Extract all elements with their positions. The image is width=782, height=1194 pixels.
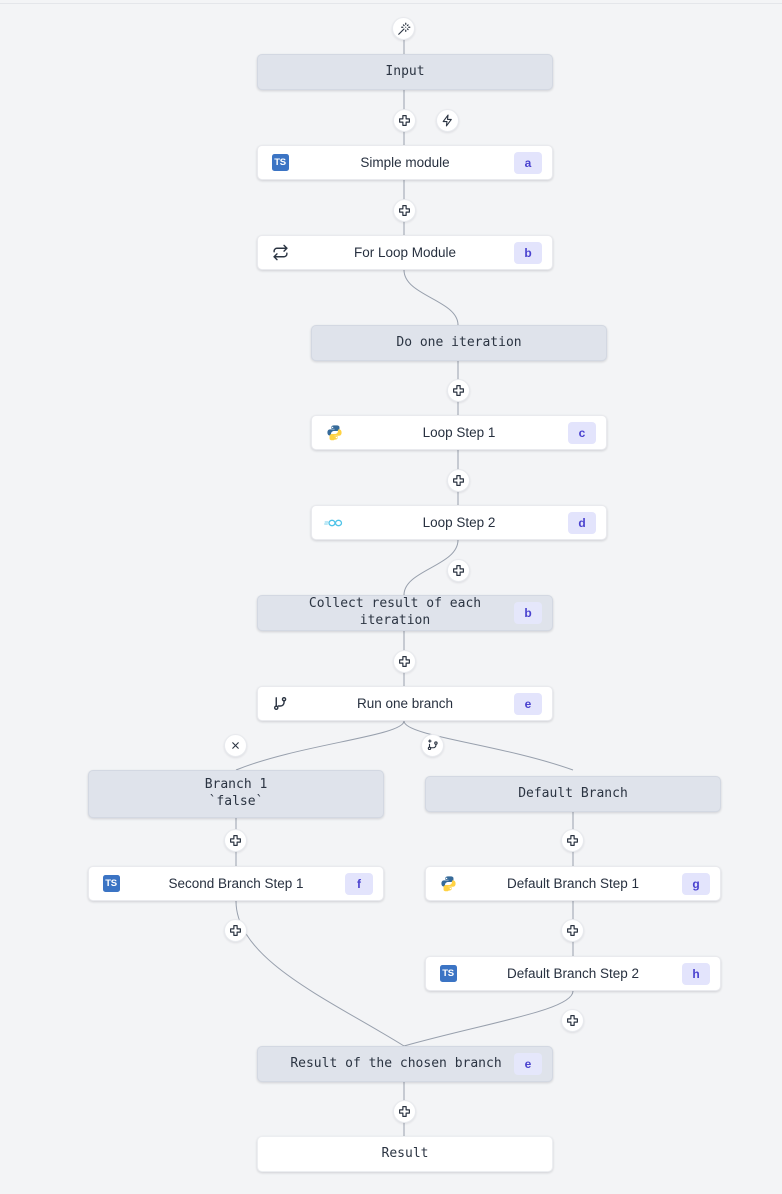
add-after-collect-button[interactable] [393, 650, 416, 673]
node-result-label: Result [381, 1145, 429, 1161]
node-default-branch-step-1[interactable]: Default Branch Step 1 g [425, 866, 721, 901]
node-for-loop-module-label: For Loop Module [353, 244, 457, 260]
node-simple-module[interactable]: TS Simple module a [257, 145, 553, 180]
plus-icon [398, 114, 411, 127]
node-default-branch-step-2[interactable]: TS Default Branch Step 2 h [425, 956, 721, 991]
magic-wand-trigger-button[interactable] [392, 17, 415, 40]
node-branch-1[interactable]: Branch 1 `false` [88, 770, 384, 818]
node-loop-step-2-label: Loop Step 2 [422, 514, 496, 530]
typescript-icon: TS [270, 153, 290, 173]
plus-icon [229, 924, 242, 937]
add-after-default-branch-step-1-button[interactable] [561, 919, 584, 942]
node-chosen-branch-result[interactable]: Result of the chosen branch e [257, 1046, 553, 1082]
node-simple-module-badge: a [514, 151, 542, 174]
add-after-loop-step-1-button[interactable] [447, 469, 470, 492]
edge-forloop-iteration [403, 269, 459, 326]
close-icon [230, 740, 241, 751]
edge-runbranch-branch1 [235, 720, 405, 771]
lightning-icon [441, 114, 454, 127]
plus-icon [229, 834, 242, 847]
git-branch-icon [270, 694, 290, 714]
node-chosen-branch-result-label: Result of the chosen branch [290, 1055, 502, 1071]
node-loop-step-1-badge: c [568, 421, 596, 444]
node-loop-step-1-label: Loop Step 1 [422, 424, 496, 440]
node-do-one-iteration[interactable]: Do one iteration [311, 325, 607, 361]
node-second-branch-step-1-label: Second Branch Step 1 [168, 875, 304, 891]
node-run-one-branch[interactable]: Run one branch e [257, 686, 553, 721]
node-loop-step-2[interactable]: Loop Step 2 d [311, 505, 607, 540]
node-loop-step-1[interactable]: Loop Step 1 c [311, 415, 607, 450]
python-icon [438, 874, 458, 894]
top-divider [0, 3, 782, 4]
plus-icon [398, 655, 411, 668]
edge-defaultstep2-result [403, 990, 574, 1047]
add-after-input-button[interactable] [393, 109, 416, 132]
add-after-default-branch-step-2-button[interactable] [561, 1009, 584, 1032]
node-for-loop-module[interactable]: For Loop Module b [257, 235, 553, 270]
node-input-label: Input [385, 63, 425, 79]
node-branch-1-label: Branch 1 `false` [204, 777, 268, 809]
node-loop-step-2-badge: d [568, 511, 596, 534]
node-collect-result-badge: b [514, 602, 542, 624]
go-icon [324, 513, 344, 533]
node-chosen-branch-result-badge: e [514, 1053, 542, 1075]
node-default-branch[interactable]: Default Branch [425, 776, 721, 812]
node-collect-result-label: Collect result of each iteration [308, 596, 482, 628]
node-input[interactable]: Input [257, 54, 553, 90]
add-branch-button[interactable] [421, 734, 444, 757]
plus-icon [452, 564, 465, 577]
node-default-branch-label: Default Branch [518, 785, 628, 801]
add-after-branch-1-button[interactable] [224, 829, 247, 852]
loop-icon [270, 243, 290, 263]
typescript-icon: TS [101, 874, 121, 894]
add-after-chosen-result-button[interactable] [393, 1100, 416, 1123]
node-do-one-iteration-label: Do one iteration [396, 334, 522, 350]
node-simple-module-label: Simple module [360, 154, 450, 170]
plus-icon [398, 204, 411, 217]
add-after-default-branch-button[interactable] [561, 829, 584, 852]
magic-wand-icon [397, 22, 411, 36]
add-after-simple-module-button[interactable] [393, 199, 416, 222]
branch-plus-icon [426, 738, 440, 753]
node-default-branch-step-1-badge: g [682, 872, 710, 895]
plus-icon [566, 924, 579, 937]
plus-icon [398, 1105, 411, 1118]
plus-icon [452, 384, 465, 397]
add-after-do-iteration-button[interactable] [447, 379, 470, 402]
node-default-branch-step-2-badge: h [682, 962, 710, 985]
node-default-branch-step-2-label: Default Branch Step 2 [506, 965, 640, 981]
add-after-loop-step-2-button[interactable] [447, 559, 470, 582]
typescript-icon: TS [438, 964, 458, 984]
trigger-after-input-button[interactable] [436, 109, 459, 132]
delete-branch-1-button[interactable] [224, 734, 247, 757]
node-second-branch-step-1-badge: f [345, 872, 373, 895]
node-default-branch-step-1-label: Default Branch Step 1 [506, 875, 640, 891]
node-run-one-branch-badge: e [514, 692, 542, 715]
plus-icon [566, 834, 579, 847]
node-result[interactable]: Result [257, 1136, 553, 1172]
node-collect-result[interactable]: Collect result of each iteration b [257, 595, 553, 631]
node-second-branch-step-1[interactable]: TS Second Branch Step 1 f [88, 866, 384, 901]
node-for-loop-module-badge: b [514, 241, 542, 264]
plus-icon [566, 1014, 579, 1027]
python-icon [324, 423, 344, 443]
edge-secondstep1-result [235, 900, 405, 1047]
add-after-second-branch-step-1-button[interactable] [224, 919, 247, 942]
plus-icon [452, 474, 465, 487]
node-run-one-branch-label: Run one branch [356, 695, 454, 711]
